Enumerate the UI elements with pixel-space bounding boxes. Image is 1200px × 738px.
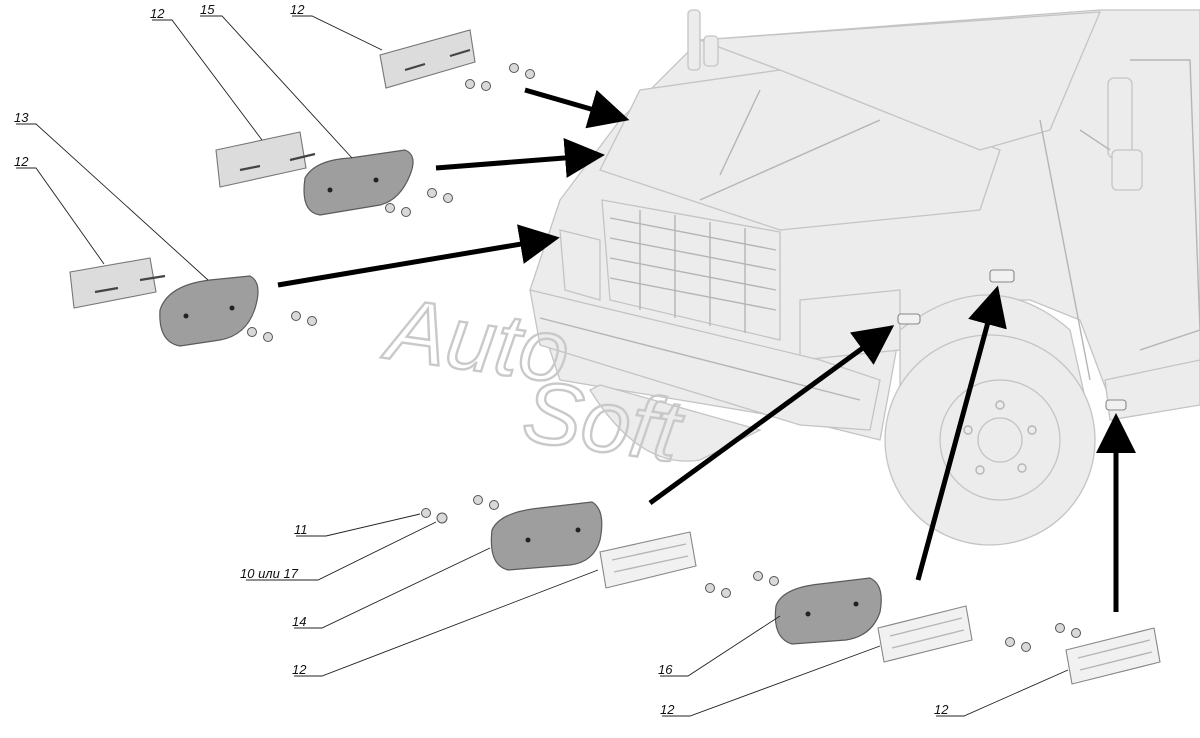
callout-12-d: 12 bbox=[292, 662, 307, 677]
callout-12-f: 12 bbox=[934, 702, 949, 717]
part-16-lamp-housing bbox=[705, 571, 882, 645]
callout-12-c: 12 bbox=[14, 154, 29, 169]
part-12-lower-lamp-c bbox=[1005, 623, 1161, 685]
part-14-lamp-housing bbox=[490, 501, 603, 571]
part-11-nut bbox=[421, 508, 431, 518]
part-12-third-lamp bbox=[69, 257, 166, 309]
callout-13: 13 bbox=[14, 110, 29, 125]
callout-10-or-17: 10 или 17 bbox=[240, 566, 299, 581]
callout-14: 14 bbox=[292, 614, 306, 629]
watermark-line-2: Soft bbox=[517, 361, 689, 481]
arrow-lamp-16 bbox=[915, 285, 1007, 581]
part-15-lamp-housing bbox=[303, 149, 453, 217]
part-10-17-washer bbox=[436, 495, 499, 524]
part-13-lamp-housing bbox=[159, 275, 317, 347]
callout-15: 15 bbox=[200, 2, 215, 17]
leader-lines bbox=[16, 15, 1069, 717]
part-12-second-lamp bbox=[215, 131, 316, 188]
part-12-lower-lamp-b bbox=[877, 605, 973, 663]
arrow-lamp-14 bbox=[648, 325, 895, 506]
mounting-arrows bbox=[277, 87, 1136, 612]
arrow-second-lamp bbox=[435, 138, 605, 178]
part-12-lower-lamp-a bbox=[599, 531, 697, 589]
callout-12-b: 12 bbox=[290, 2, 305, 17]
callout-labels: 12 15 12 13 12 11 10 или 17 14 12 16 12 … bbox=[14, 2, 949, 717]
part-12-top-lamp bbox=[379, 29, 535, 91]
callout-12-e: 12 bbox=[660, 702, 675, 717]
callout-16: 16 bbox=[658, 662, 673, 677]
arrow-third-lamp bbox=[277, 224, 560, 288]
callout-12-a: 12 bbox=[150, 6, 165, 21]
truck-front-view bbox=[529, 9, 1200, 546]
arrow-top-lamp bbox=[524, 87, 630, 129]
callout-11: 11 bbox=[294, 522, 308, 537]
